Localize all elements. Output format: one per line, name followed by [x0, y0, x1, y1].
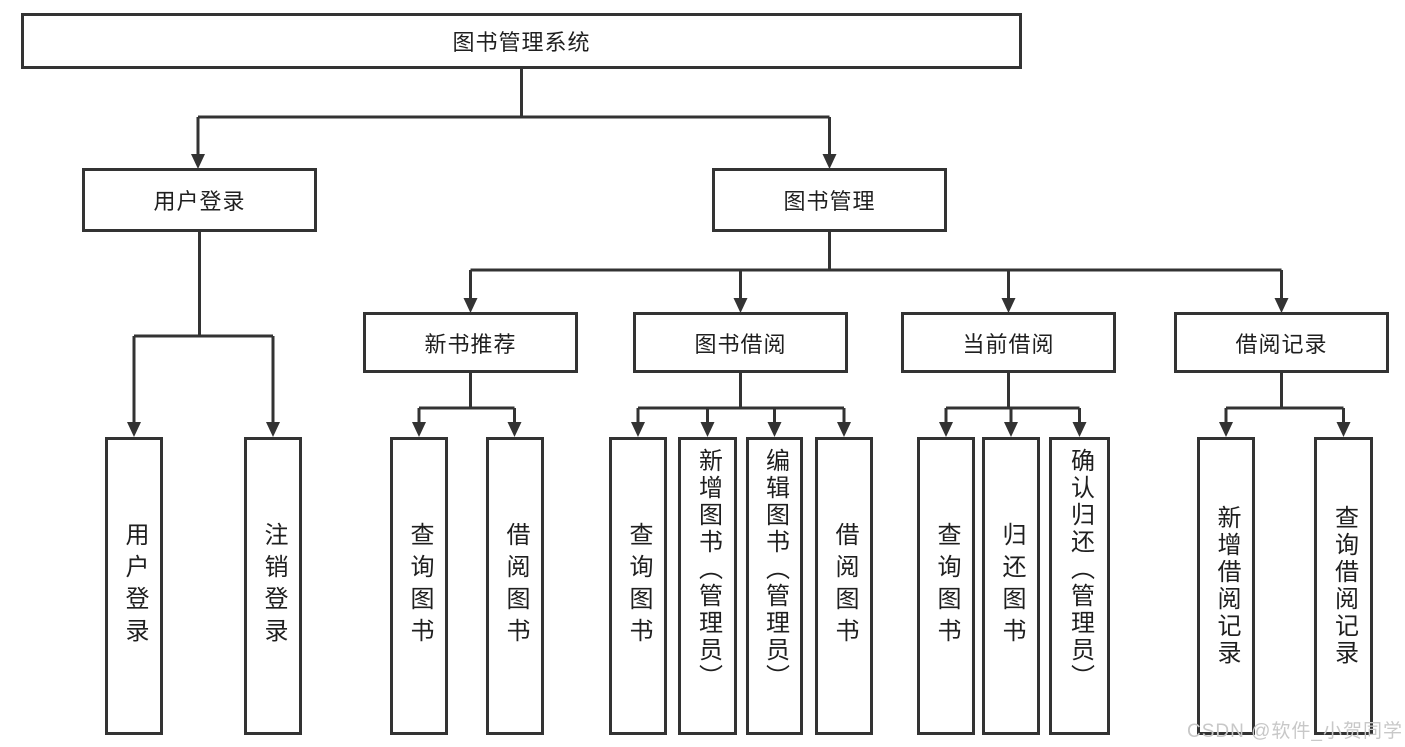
- leaf-borrow-books-borrowing: 借阅图书: [815, 437, 873, 735]
- node-book-management-label: 图书管理: [783, 189, 876, 214]
- leaf-add-books-admin: 新增图书（管理员）: [678, 437, 737, 735]
- leaf-query-borrow-record-label: 查询借阅记录: [1330, 505, 1358, 667]
- leaf-query-borrow-record: 查询借阅记录: [1314, 437, 1373, 735]
- node-new-book-recommend-label: 新书推荐: [424, 331, 517, 357]
- leaf-confirm-return-admin-label: 确认归还（管理员）: [1066, 448, 1094, 691]
- node-current-borrowing-label: 当前借阅: [962, 331, 1055, 357]
- leaf-add-borrow-record: 新增借阅记录: [1197, 437, 1255, 735]
- leaf-query-books-borrowing: 查询图书: [609, 437, 667, 735]
- leaf-logout: 注销登录: [244, 437, 302, 735]
- node-book-management: 图书管理: [712, 168, 947, 232]
- node-borrow-records: 借阅记录: [1174, 312, 1389, 373]
- node-user-login-label: 用户登录: [153, 189, 246, 214]
- leaf-add-borrow-record-label: 新增借阅记录: [1213, 505, 1240, 667]
- node-book-borrowing-label: 图书借阅: [694, 331, 787, 357]
- leaf-return-books-label: 归还图书: [998, 522, 1025, 650]
- leaf-query-books-recommend-label: 查询图书: [406, 522, 433, 650]
- leaf-borrow-books-recommend: 借阅图书: [486, 437, 544, 735]
- leaf-query-books-borrowing-label: 查询图书: [625, 522, 652, 650]
- leaf-query-books-recommend: 查询图书: [390, 437, 448, 735]
- leaf-edit-books-admin: 编辑图书（管理员）: [746, 437, 803, 735]
- leaf-borrow-books-borrowing-label: 借阅图书: [831, 522, 858, 650]
- leaf-return-books: 归还图书: [982, 437, 1040, 735]
- node-user-login: 用户登录: [82, 168, 317, 232]
- leaf-confirm-return-admin: 确认归还（管理员）: [1049, 437, 1110, 735]
- leaf-logout-label: 注销登录: [260, 522, 287, 650]
- node-borrow-records-label: 借阅记录: [1235, 331, 1328, 357]
- leaf-borrow-books-recommend-label: 借阅图书: [502, 522, 529, 650]
- node-root-label: 图书管理系统: [452, 30, 591, 55]
- csdn-watermark: CSDN @软件_小贺同学: [1187, 721, 1403, 742]
- node-root-system: 图书管理系统: [21, 13, 1022, 69]
- node-book-borrowing: 图书借阅: [633, 312, 848, 373]
- leaf-user-login: 用户登录: [105, 437, 163, 735]
- node-current-borrowing: 当前借阅: [901, 312, 1116, 373]
- leaf-edit-books-admin-label: 编辑图书（管理员）: [761, 448, 789, 691]
- leaf-add-books-admin-label: 新增图书（管理员）: [694, 448, 722, 691]
- leaf-query-books-current: 查询图书: [917, 437, 975, 735]
- leaf-user-login-label: 用户登录: [121, 522, 148, 650]
- node-new-book-recommend: 新书推荐: [363, 312, 578, 373]
- leaf-query-books-current-label: 查询图书: [933, 522, 960, 650]
